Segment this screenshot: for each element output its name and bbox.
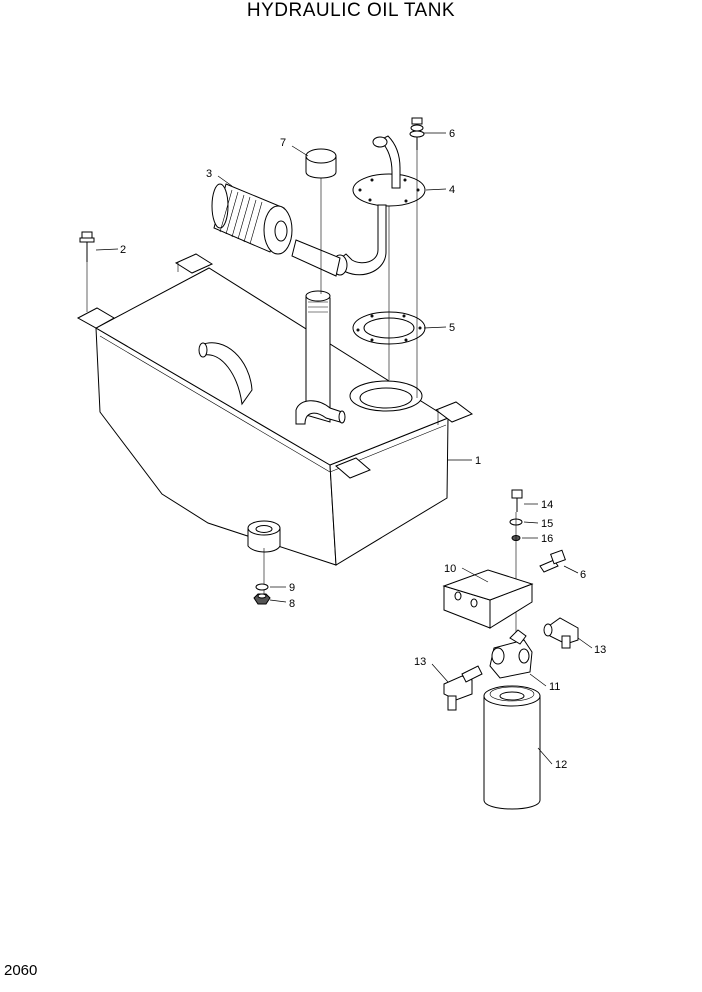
diagram-title: HYDRAULIC OIL TANK — [246, 0, 456, 21]
tank-cover — [291, 135, 426, 277]
callout-2: 2 — [120, 244, 126, 256]
callout-14: 14 — [541, 499, 553, 511]
callout-9: 9 — [289, 582, 295, 594]
o-ring — [255, 583, 269, 591]
callout-16: 16 — [541, 533, 553, 545]
callout-13-left: 13 — [414, 656, 426, 668]
callout-labels: 2 3 7 6 4 5 1 9 8 14 15 16 6 10 13 13 11… — [120, 128, 606, 771]
callout-5: 5 — [449, 322, 455, 334]
callout-11: 11 — [549, 681, 560, 693]
filter-cartridge — [483, 685, 541, 810]
hydraulic-tank — [76, 253, 474, 566]
drain-plug — [253, 593, 271, 605]
mounting-bracket — [442, 569, 534, 629]
bolt-6-right — [539, 549, 566, 573]
filter-element — [211, 183, 293, 255]
callout-13-right: 13 — [594, 644, 606, 656]
filler-cap — [305, 148, 337, 179]
callout-3: 3 — [206, 168, 212, 180]
callout-12: 12 — [555, 759, 567, 771]
callout-7: 7 — [280, 137, 286, 149]
bolt-left — [79, 231, 95, 262]
page-number: 2060 — [4, 962, 38, 979]
callout-15: 15 — [541, 518, 553, 530]
callout-1: 1 — [475, 455, 481, 467]
callout-6-right: 6 — [580, 569, 586, 581]
filter-head — [489, 629, 533, 679]
elbow-fitting-right — [543, 617, 579, 649]
callout-10: 10 — [444, 563, 456, 575]
bolt-top — [409, 117, 425, 150]
leader-lines — [95, 132, 593, 765]
callout-8: 8 — [289, 598, 295, 610]
elbow-fitting-left — [443, 665, 483, 711]
bolt-14 — [511, 489, 523, 512]
callout-4: 4 — [449, 184, 455, 196]
callout-6-top: 6 — [449, 128, 455, 140]
